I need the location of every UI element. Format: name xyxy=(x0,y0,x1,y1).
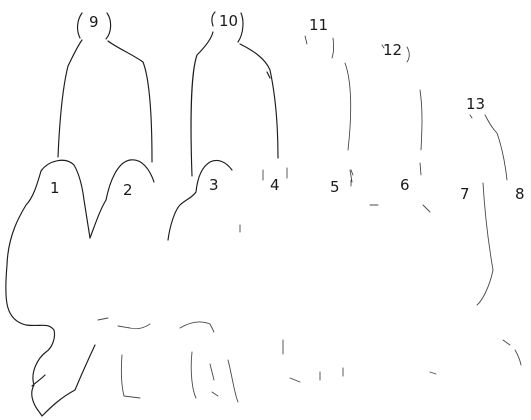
figure-number-5: 5 xyxy=(330,180,340,195)
figure-outline-13 xyxy=(470,115,507,180)
figure-outline-8 xyxy=(503,340,521,365)
figure-number-4: 4 xyxy=(270,178,280,193)
figure-number-2: 2 xyxy=(123,183,133,198)
figure-outline-11 xyxy=(305,36,353,186)
figure-outline-5 xyxy=(350,170,378,205)
figure-number-12: 12 xyxy=(383,43,402,58)
figure-outline-9 xyxy=(58,13,152,162)
lower-sketch-fragments xyxy=(98,225,436,402)
figure-number-6: 6 xyxy=(400,178,410,193)
figure-number-3: 3 xyxy=(209,178,219,193)
figure-outline-10 xyxy=(191,12,278,176)
figure-number-13: 13 xyxy=(466,97,485,112)
figure-outline-1 xyxy=(6,160,95,416)
figure-number-11: 11 xyxy=(309,18,328,33)
figure-outline-3 xyxy=(168,160,232,240)
figure-outline-7 xyxy=(477,183,493,305)
figure-number-8: 8 xyxy=(515,187,525,202)
figure-outline-6 xyxy=(423,205,430,212)
figure-number-1: 1 xyxy=(50,181,60,196)
figure-number-7: 7 xyxy=(460,187,470,202)
figure-number-9: 9 xyxy=(89,15,99,30)
figure-outline-12 xyxy=(382,45,422,175)
figure-number-10: 10 xyxy=(219,14,238,29)
figure-outline-2 xyxy=(90,160,154,238)
